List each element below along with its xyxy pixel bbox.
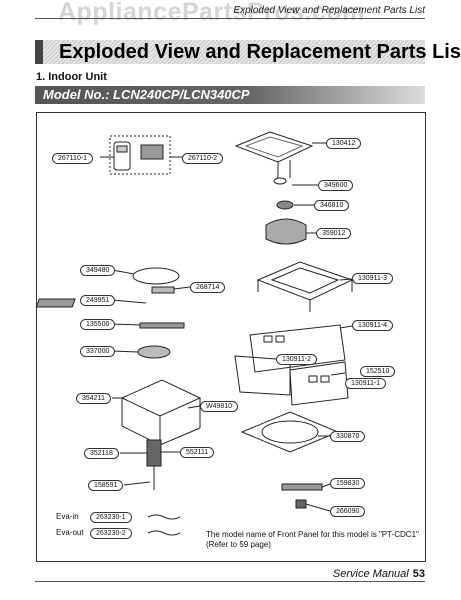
front-panel-note: The model name of Front Panel for this m…: [206, 530, 426, 550]
part-label: 267110-1: [52, 153, 94, 164]
part-label: 152510: [360, 366, 396, 377]
model-bar: Model No.: LCN240CP/LCN340CP: [35, 86, 425, 104]
footer-divider: [35, 581, 425, 582]
remote-controller-shape: [113, 141, 131, 171]
part-label: 130911-3: [352, 273, 394, 284]
note-line: (Refer to 59 page): [206, 540, 271, 549]
running-header: Exploded View and Replacement Parts List: [233, 5, 425, 16]
remote-display-shape: [116, 145, 128, 153]
drain-pan-shape: [120, 379, 202, 417]
part-label: 159830: [330, 478, 366, 489]
section-heading: 1. Indoor Unit: [36, 71, 107, 83]
part-label: 330870: [330, 431, 366, 442]
part-label: 135500: [80, 319, 116, 330]
motor-mount-shape: [276, 200, 294, 210]
note-line: The model name of Front Panel for this m…: [206, 530, 419, 539]
part-label: 158591: [88, 480, 124, 491]
drain-hose-coil-shape: [137, 345, 171, 359]
side-panel-right-shape: [289, 361, 349, 406]
part-label: 352118: [84, 448, 119, 459]
part-label: 130911-1: [345, 378, 387, 389]
part-label: 349600: [318, 180, 354, 191]
page-number: 53: [412, 568, 425, 580]
drain-pad-shape: [151, 286, 175, 294]
part-label: 552111: [180, 447, 215, 458]
grille-plate-shape: [234, 131, 314, 163]
side-panel-left-shape: [234, 355, 291, 396]
exploded-view-frame: [36, 112, 426, 562]
remote-holder-shape: [140, 144, 164, 160]
casing-top-shape: [256, 261, 354, 301]
bell-mouth-ring-shape: [132, 267, 180, 285]
page-title: Exploded View and Replacement Parts List: [59, 41, 461, 63]
connector-shape: [295, 499, 307, 509]
part-label: 267110-2: [182, 153, 224, 164]
side-panel-shape: [249, 324, 346, 373]
part-label: 337000: [80, 346, 116, 357]
part-label: 263230-2: [90, 528, 132, 539]
footer-manual: Service Manual: [332, 568, 409, 580]
bottom-frame-shape: [240, 411, 340, 453]
part-label: 268714: [190, 282, 226, 293]
part-label: 130412: [326, 138, 362, 149]
remote-group-outline: [109, 135, 171, 175]
part-label: W49810: [200, 401, 239, 412]
part-label: 346810: [314, 200, 350, 211]
eva-in-label: Eva-in: [56, 512, 79, 521]
bushing-shape: [273, 177, 287, 185]
grille-plate-inner-shape: [244, 136, 304, 158]
eva-out-label: Eva-out: [56, 528, 84, 537]
fan-motor-shape: [265, 218, 307, 245]
part-label: 263230-1: [90, 512, 132, 523]
filter-bracket-shape: [35, 298, 76, 308]
drain-pump-shape: [146, 439, 162, 467]
title-bar: Exploded View and Replacement Parts List: [35, 40, 461, 64]
part-label: 349480: [80, 265, 116, 276]
eva-in-sensor-wire: [147, 514, 181, 520]
header-divider: [35, 18, 425, 19]
part-label: 266090: [330, 506, 366, 517]
part-label: 130911-4: [352, 320, 394, 331]
casing-top-inner-shape: [270, 267, 340, 294]
eva-out-sensor-wire: [147, 530, 181, 536]
support-bar-shape: [139, 322, 185, 329]
watermark: AppliancePartsPros.com: [58, 0, 365, 26]
part-label: 249951: [80, 295, 116, 306]
model-number: Model No.: LCN240CP/LCN340CP: [43, 87, 250, 102]
part-label: 359012: [316, 228, 352, 239]
filter-piece-shape: [281, 483, 323, 491]
part-label: 130911-2: [276, 354, 318, 365]
part-label: 354211: [76, 393, 111, 404]
